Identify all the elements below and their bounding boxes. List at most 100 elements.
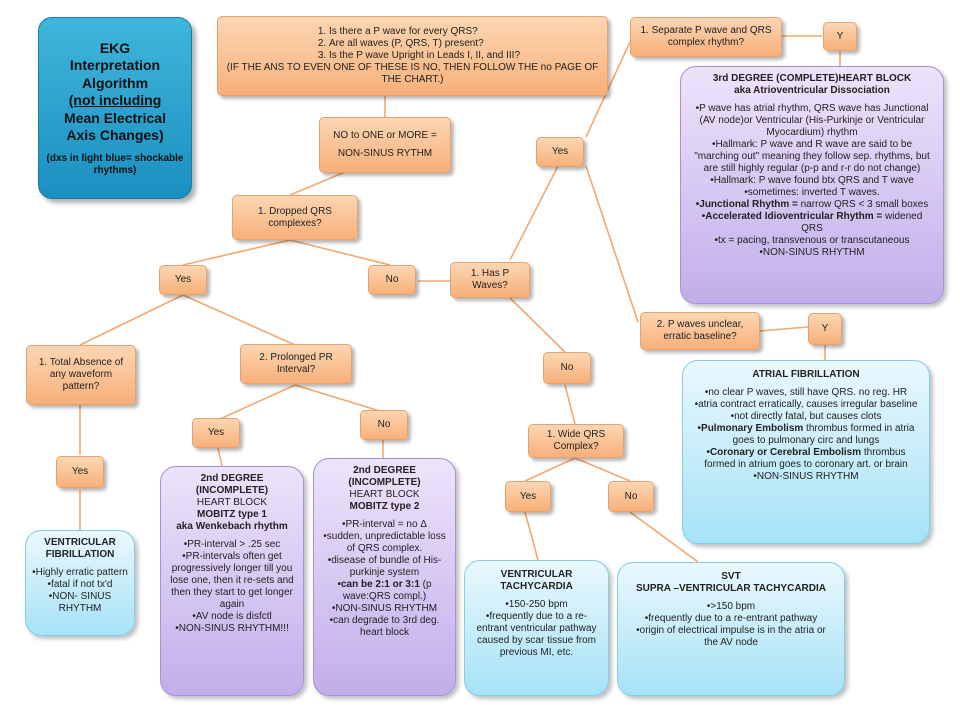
mobitz1-h1: 2nd DEGREE: [200, 473, 264, 484]
mobitz1-bullet-4: •NON-SINUS RHYTHM!!!: [175, 623, 289, 634]
vfib-title-2: FIBRILLATION: [45, 549, 115, 560]
afib-bullet-1: •no clear P waves, still have QRS. no re…: [704, 387, 908, 398]
mobitz2-bullet-3: •disease of bundle of His-purkinje syste…: [327, 555, 442, 578]
non-sinus-box: NO to ONE or MORE = NON-SINUS RYTHM: [319, 117, 451, 173]
mobitz2-bullet-5: •NON-SINUS RHYTHM: [331, 603, 438, 614]
mobitz1-h4: MOBITZ type 1: [196, 509, 267, 520]
mobitz1-bullet-1: •PR-interval > .25 sec: [183, 539, 281, 550]
yes-qrs-box: Yes: [505, 481, 551, 512]
third-degree-bullet-5: •Junctional Rhythm = narrow QRS < 3 smal…: [696, 199, 928, 211]
junctional-desc: narrow QRS < 3 small boxes: [797, 199, 929, 210]
title-line-5: Mean Electrical: [64, 109, 166, 126]
questions-note: (IF THE ANS TO EVEN ONE OF THESE IS NO, …: [226, 62, 599, 85]
mobitz-2-box: 2nd DEGREE (INCOMPLETE) HEART BLOCK MOBI…: [313, 458, 456, 696]
yes-qrs-label: Yes: [519, 490, 537, 502]
mobitz2-bullet-6: •can degrade to 3rd deg. heart block: [329, 615, 440, 638]
separate-rhythm-box: 1. Separate P wave and QRS complex rhyth…: [630, 17, 782, 57]
yes-pr-box: Yes: [192, 418, 240, 448]
no-pr-box: No: [360, 410, 408, 440]
mobitz1-h3: HEART BLOCK: [196, 497, 268, 508]
y-label-1: Y: [836, 30, 844, 42]
mobitz1-h2: (INCOMPLETE): [195, 485, 269, 496]
yes-dropped-box: Yes: [159, 265, 207, 295]
embolism-label: •Coronary or Cerebral Embolism: [706, 447, 862, 458]
mobitz2-h2: (INCOMPLETE): [348, 477, 421, 488]
p-waves-unclear-box: 2. P waves unclear, erratic baseline?: [640, 312, 760, 350]
no-dropped-box: No: [368, 265, 416, 295]
non-sinus-line-1: NO to ONE or MORE =: [333, 130, 437, 141]
third-degree-bullet-2: •Hallmark: P wave and R wave are said to…: [694, 139, 930, 174]
vfib-bullet-1: •Highly erratic pattern: [32, 567, 128, 578]
afib-bullet-4: •Pulmonary Embolism thrombus formed in a…: [693, 423, 919, 447]
third-degree-block-box: 3rd DEGREE (COMPLETE)HEART BLOCK aka Atr…: [680, 66, 944, 304]
mobitz2-bullet-2: •sudden, unpredictable loss of QRS compl…: [323, 531, 446, 554]
mobitz1-bullet-2: •PR-intervals often get progressively lo…: [170, 551, 294, 610]
title-note: (dxs in light blue= shockable rhythms): [46, 152, 184, 176]
question-1: Is there a P wave for every QRS?: [329, 26, 520, 38]
has-p-waves-label: 1. Has P Waves?: [470, 268, 510, 291]
title-line-6: Axis Changes): [66, 127, 164, 143]
svt-bullet-3: •origin of electrical impulse is in the …: [636, 625, 826, 648]
no-p-label: No: [560, 362, 574, 373]
no-dropped-label: No: [385, 274, 399, 285]
questions-box: Is there a P wave for every QRS? Are all…: [217, 16, 608, 96]
ventricular-fibrillation-box: VENTRICULAR FIBRILLATION •Highly erratic…: [25, 530, 135, 636]
afib-title: ATRIAL FIBRILLATION: [752, 369, 860, 380]
vtach-bullet-2: •frequently due to a re-entrant ventricu…: [476, 611, 597, 658]
title-line-1: EKG: [99, 39, 131, 56]
mobitz2-h3: HEART BLOCK: [349, 489, 420, 500]
pe-desc: thrombus formed in atria goes to pulmona…: [732, 423, 915, 446]
vtach-title-2: TACHYCARDIA: [500, 581, 573, 592]
mobitz2-bullet-1: •PR-interval = no Δ: [342, 519, 427, 530]
mobitz-1-box: 2nd DEGREE (INCOMPLETE) HEART BLOCK MOBI…: [160, 466, 304, 696]
prolonged-pr-box: 2. Prolonged PR Interval?: [240, 344, 352, 384]
ratio-label: •can be 2:1 or 3:1: [337, 579, 420, 590]
y-box-2: Y: [808, 313, 842, 345]
embolism-desc: thrombus formed in atrium goes to corona…: [704, 447, 908, 470]
dropped-qrs-box: 1. Dropped QRS complexes?: [232, 195, 358, 240]
separate-rhythm-label: 1. Separate P wave and QRS complex rhyth…: [640, 25, 772, 48]
y-label-2: Y: [821, 323, 829, 334]
mobitz1-h5: aka Wenkebach rhythm: [176, 521, 288, 532]
prolonged-pr-label: 2. Prolonged PR Interval?: [259, 352, 333, 375]
third-degree-bullet-3: •Hallmark: P wave found btx QRS and T wa…: [710, 175, 914, 186]
afib-bullet-3: •not directly fatal, but causes clots: [730, 411, 882, 422]
svt-bullet-2: •frequently due to a re-entrant pathway: [644, 613, 818, 624]
question-3: Is the P wave Upright in Leads I, II, an…: [329, 50, 520, 62]
total-absence-label: 1. Total Absence of any waveform pattern…: [38, 357, 124, 392]
title-line-4: (not including: [68, 92, 162, 108]
afib-bullet-2: •atria contract erratically, causes irre…: [694, 399, 918, 410]
ventricular-tachycardia-box: VENTRICULAR TACHYCARDIA •150-250 bpm •fr…: [464, 560, 609, 696]
svt-title-1: SVT: [721, 571, 741, 582]
wide-qrs-label: 1. Wide QRS Complex?: [546, 429, 606, 452]
aivr-desc: widened QRS: [801, 211, 923, 234]
third-degree-bullet-7: •tx = pacing, transvenous or transcutane…: [714, 235, 910, 246]
yes-vfib-box: Yes: [56, 456, 104, 488]
question-2: Are all waves (P, QRS, T) present?: [329, 38, 520, 50]
afib-bullet-5: •Coronary or Cerebral Embolism thrombus …: [693, 447, 919, 471]
third-degree-bullet-4: •sometimes: inverted T waves.: [744, 187, 880, 198]
title-box: EKG Interpretation Algorithm (not includ…: [38, 17, 192, 199]
third-degree-bullet-6: •Accelerated Idioventricular Rhythm = wi…: [691, 211, 933, 235]
vfib-bullet-2: •fatal if not tx'd: [47, 579, 113, 590]
yes-p-box: Yes: [536, 137, 584, 167]
questions-list: Is there a P wave for every QRS? Are all…: [305, 26, 520, 62]
no-qrs-box: No: [608, 481, 654, 512]
y-box-1: Y: [823, 22, 857, 51]
non-sinus-line-2: NON-SINUS RYTHM: [337, 148, 433, 159]
ratio-desc: (p wave:QRS compl.): [342, 579, 432, 602]
vfib-bullet-3: •NON- SINUS RHYTHM: [48, 591, 112, 614]
afib-bullet-6: •NON-SINUS RHYTHM: [753, 471, 859, 482]
atrial-fibrillation-box: ATRIAL FIBRILLATION •no clear P waves, s…: [682, 360, 930, 544]
pe-label: •Pulmonary Embolism: [697, 423, 804, 434]
dropped-qrs-label: 1. Dropped QRS complexes?: [258, 205, 332, 229]
mobitz2-bullet-4: •can be 2:1 or 3:1 (p wave:QRS compl.): [320, 579, 449, 603]
svt-bullet-1: •>150 bpm: [706, 601, 756, 612]
has-p-waves-box: 1. Has P Waves?: [450, 262, 530, 298]
vtach-title-1: VENTRICULAR: [500, 569, 573, 580]
no-p-box: No: [543, 352, 591, 384]
title-line-2: Interpretation: [69, 57, 161, 73]
wide-qrs-box: 1. Wide QRS Complex?: [528, 424, 624, 458]
title-line-3: Algorithm: [81, 74, 149, 91]
third-degree-bullet-1: •P wave has atrial rhythm, QRS wave has …: [695, 103, 929, 138]
